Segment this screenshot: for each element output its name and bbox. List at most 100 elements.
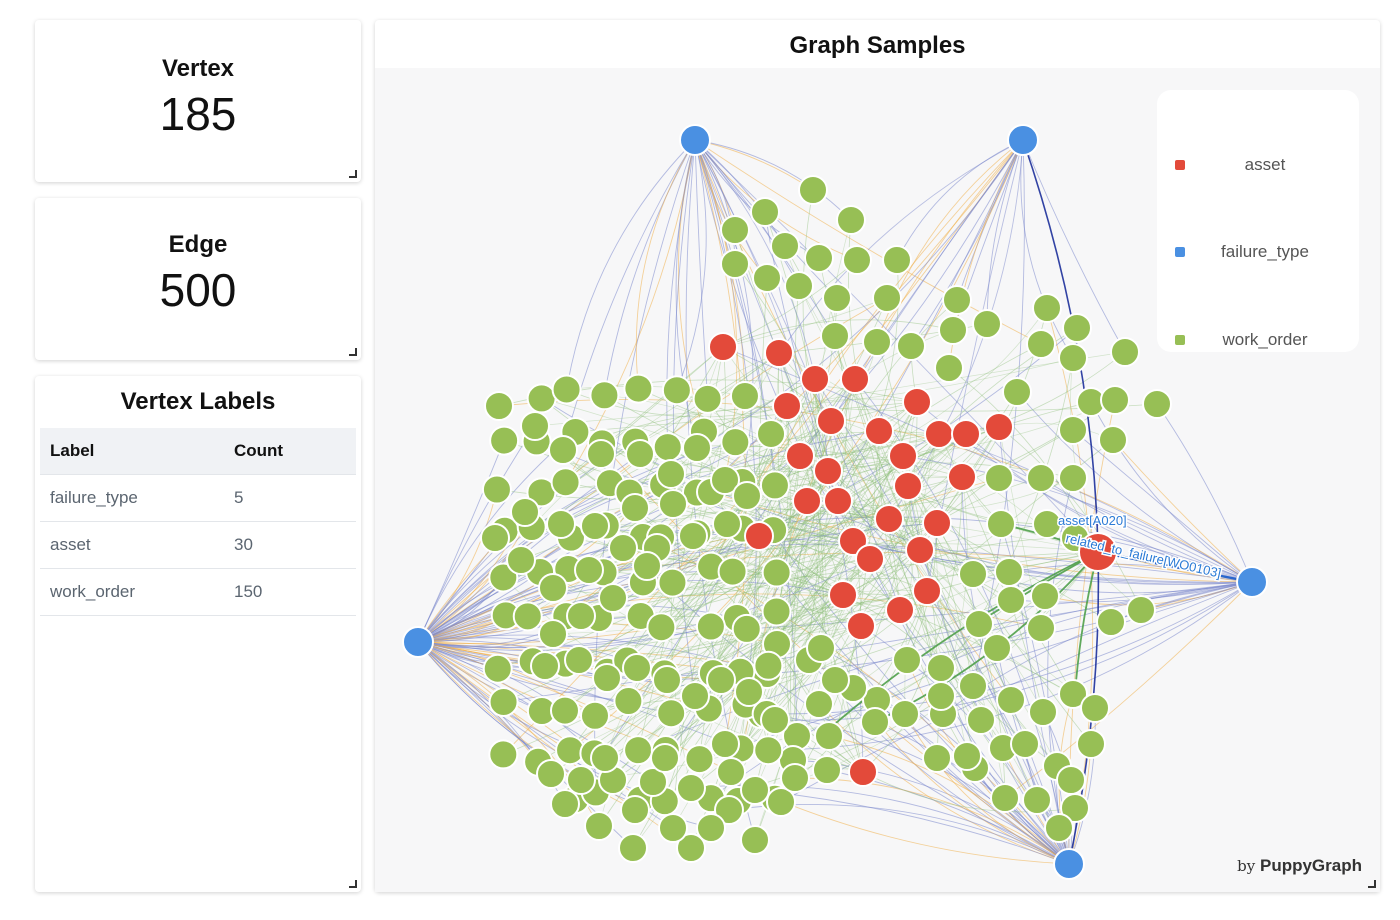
node-asset[interactable] xyxy=(816,406,846,436)
node-work-order[interactable] xyxy=(658,489,688,519)
node-work-order[interactable] xyxy=(1002,377,1032,407)
node-work-order[interactable] xyxy=(740,825,770,855)
node-work-order[interactable] xyxy=(820,665,850,695)
node-failure-type[interactable] xyxy=(1007,124,1039,156)
node-work-order[interactable] xyxy=(650,743,680,773)
node-work-order[interactable] xyxy=(549,695,580,726)
graph-canvas[interactable]: asset[A020]related_to_failure[WO0103] as… xyxy=(375,68,1380,892)
node-work-order[interactable] xyxy=(753,650,784,681)
node-work-order[interactable] xyxy=(652,665,682,695)
node-asset[interactable] xyxy=(785,441,815,471)
node-work-order[interactable] xyxy=(804,689,834,719)
node-work-order[interactable] xyxy=(692,383,723,414)
node-work-order[interactable] xyxy=(1100,385,1130,415)
node-work-order[interactable] xyxy=(592,663,622,693)
node-asset[interactable] xyxy=(848,757,878,787)
node-work-order[interactable] xyxy=(952,741,982,771)
node-work-order[interactable] xyxy=(1022,785,1052,815)
node-asset[interactable] xyxy=(893,471,923,501)
node-work-order[interactable] xyxy=(860,707,890,737)
node-work-order[interactable] xyxy=(1062,313,1092,343)
node-work-order[interactable] xyxy=(598,583,628,613)
node-asset[interactable] xyxy=(846,611,876,641)
node-work-order[interactable] xyxy=(892,645,922,675)
node-work-order[interactable] xyxy=(530,651,560,681)
node-asset[interactable] xyxy=(922,508,952,538)
node-work-order[interactable] xyxy=(1142,389,1172,419)
node-work-order[interactable] xyxy=(550,789,580,819)
node-work-order[interactable] xyxy=(623,373,654,404)
node-work-order[interactable] xyxy=(996,685,1026,715)
node-work-order[interactable] xyxy=(972,309,1002,339)
node-work-order[interactable] xyxy=(1098,425,1128,455)
node-work-order[interactable] xyxy=(942,285,972,315)
node-work-order[interactable] xyxy=(520,411,550,441)
node-work-order[interactable] xyxy=(678,521,708,551)
node-work-order[interactable] xyxy=(1028,697,1058,727)
node-work-order[interactable] xyxy=(922,743,952,773)
node-work-order[interactable] xyxy=(822,283,852,313)
node-work-order[interactable] xyxy=(1080,693,1110,723)
node-work-order[interactable] xyxy=(994,557,1024,587)
node-work-order[interactable] xyxy=(1058,343,1088,373)
node-work-order[interactable] xyxy=(842,245,872,275)
node-work-order[interactable] xyxy=(820,321,850,351)
node-work-order[interactable] xyxy=(684,744,715,775)
node-work-order[interactable] xyxy=(780,763,810,793)
node-asset[interactable] xyxy=(984,412,1014,442)
node-work-order[interactable] xyxy=(1026,329,1056,359)
node-asset[interactable] xyxy=(772,391,802,421)
node-work-order[interactable] xyxy=(814,721,844,751)
node-asset[interactable] xyxy=(902,387,932,417)
node-work-order[interactable] xyxy=(862,327,892,357)
node-asset[interactable] xyxy=(912,576,942,606)
node-work-order[interactable] xyxy=(729,381,760,412)
node-work-order[interactable] xyxy=(926,653,956,683)
node-asset[interactable] xyxy=(792,486,822,516)
node-work-order[interactable] xyxy=(986,509,1016,539)
node-work-order[interactable] xyxy=(584,811,614,841)
node-work-order[interactable] xyxy=(526,383,557,414)
node-work-order[interactable] xyxy=(548,435,578,465)
node-work-order[interactable] xyxy=(1110,337,1140,367)
node-work-order[interactable] xyxy=(766,787,796,817)
node-work-order[interactable] xyxy=(958,671,988,701)
node-work-order[interactable] xyxy=(652,432,683,463)
node-work-order[interactable] xyxy=(551,374,582,405)
node-work-order[interactable] xyxy=(682,433,712,463)
node-work-order[interactable] xyxy=(574,555,604,585)
node-work-order[interactable] xyxy=(661,375,692,406)
node-work-order[interactable] xyxy=(506,545,536,575)
node-work-order[interactable] xyxy=(740,775,770,805)
node-work-order[interactable] xyxy=(656,698,687,729)
node-work-order[interactable] xyxy=(488,686,519,717)
node-work-order[interactable] xyxy=(658,813,688,843)
node-work-order[interactable] xyxy=(613,686,644,717)
node-work-order[interactable] xyxy=(872,283,902,313)
node-work-order[interactable] xyxy=(695,611,726,642)
node-work-order[interactable] xyxy=(1044,813,1074,843)
node-asset-highlighted[interactable] xyxy=(1078,532,1118,572)
node-work-order[interactable] xyxy=(1076,729,1106,759)
node-failure-type[interactable] xyxy=(679,124,711,156)
column-header-label[interactable]: Label xyxy=(40,428,224,475)
resize-handle-icon[interactable] xyxy=(1368,880,1376,888)
node-work-order[interactable] xyxy=(761,596,792,627)
node-work-order[interactable] xyxy=(1058,463,1088,493)
node-work-order[interactable] xyxy=(622,653,652,683)
node-work-order[interactable] xyxy=(934,353,964,383)
node-work-order[interactable] xyxy=(734,677,764,707)
node-work-order[interactable] xyxy=(806,633,836,663)
node-work-order[interactable] xyxy=(638,767,668,797)
node-asset[interactable] xyxy=(813,456,843,486)
node-work-order[interactable] xyxy=(750,197,780,227)
node-asset[interactable] xyxy=(708,332,738,362)
node-work-order[interactable] xyxy=(484,391,514,421)
node-work-order[interactable] xyxy=(488,739,519,770)
node-work-order[interactable] xyxy=(752,263,782,293)
resize-handle-icon[interactable] xyxy=(349,880,357,888)
resize-handle-icon[interactable] xyxy=(349,170,357,178)
node-work-order[interactable] xyxy=(680,681,710,711)
node-work-order[interactable] xyxy=(732,481,762,511)
node-work-order[interactable] xyxy=(720,215,750,245)
